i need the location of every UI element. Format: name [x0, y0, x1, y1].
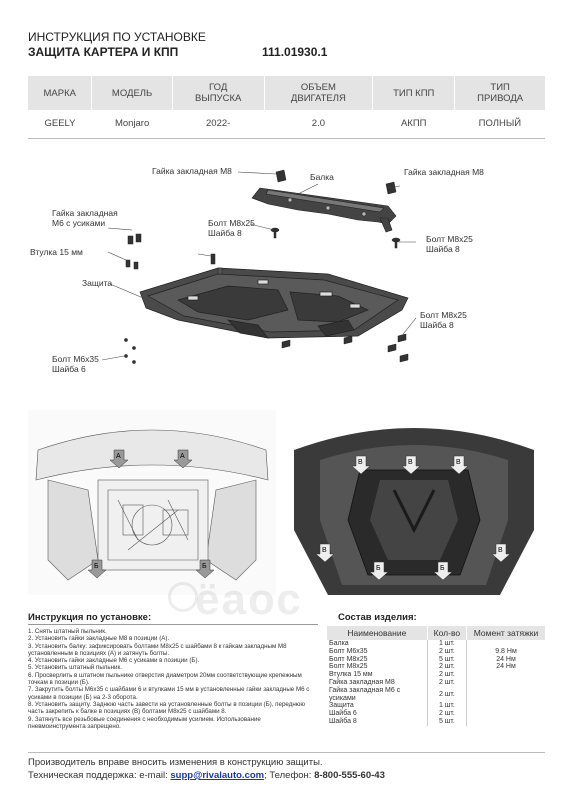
instruction-step: 4. Установить гайки закладные М6 с усика… — [28, 657, 200, 665]
photo-after-installation: В В В В В Б Б — [290, 410, 538, 595]
label-shield: Защита — [82, 278, 113, 288]
instruction-step: 5. Установить штатный пыльник. — [28, 664, 122, 672]
marker-v-3: В — [456, 459, 461, 466]
exploded-diagram: Гайка закладная М8 Балка Гайка закладная… — [28, 150, 545, 390]
marker-v-5: В — [498, 547, 503, 554]
instructions-divider — [28, 624, 318, 625]
article-number: 111.01930.1 — [262, 45, 328, 59]
support-email-link[interactable]: supp@rivalauto.com — [170, 770, 265, 781]
diagram-drawing — [101, 169, 417, 364]
instruction-step: 7. Закрутить болты М6х35 с шайбами 6 и в… — [28, 686, 310, 701]
cell-engine: 2.0 — [264, 110, 373, 139]
marker-v-4: В — [322, 547, 327, 554]
header-gearbox: ТИП КПП — [372, 76, 455, 110]
instructions-title: Инструкция по установке: — [28, 612, 152, 623]
instructions-list: 1. Снять штатный пыльник. 2. Установить … — [28, 628, 318, 730]
instruction-step: 3. Установить балку: зафиксировать болта… — [28, 642, 287, 657]
label-nut-m8: Гайка закладная М8 — [152, 166, 232, 176]
watermark-text: ёаос — [195, 575, 303, 624]
header-name: Наименование — [327, 626, 428, 640]
components-title: Состав изделия: — [338, 612, 417, 623]
marker-b-4: Б — [440, 565, 445, 572]
marker-b-right: Б — [202, 563, 207, 570]
header-torque: Момент затяжки — [466, 626, 545, 640]
instruction-step: 9. Затянуть все резьбовые соединения с н… — [28, 715, 261, 730]
marker-b-left: Б — [94, 563, 99, 570]
fasteners — [124, 169, 409, 364]
marker-v-1: В — [358, 459, 363, 466]
title-line-1: ИНСТРУКЦИЯ ПО УСТАНОВКЕ — [28, 30, 206, 44]
marker-a-right: А — [180, 453, 185, 460]
cell-drive: ПОЛНЫЙ — [454, 110, 545, 139]
footer-divider — [28, 752, 545, 753]
header-model: МОДЕЛЬ — [91, 76, 173, 110]
cell-year: 2022- — [172, 110, 265, 139]
footer-disclaimer: Производитель вправе вносить изменения в… — [28, 757, 323, 768]
header-qty: Кол-во — [426, 626, 467, 640]
watermark-logo-icon — [168, 582, 198, 612]
document-header: ИНСТРУКЦИЯ ПО УСТАНОВКЕ ЗАЩИТА КАРТЕРА И… — [28, 30, 206, 60]
leader-lines — [101, 171, 417, 361]
support-phone: 8-800-555-60-43 — [314, 770, 385, 781]
marker-b-3: Б — [376, 565, 381, 572]
cell-model: Monjaro — [91, 110, 173, 139]
components-table: Наименование Кол-во Момент затяжки Балка… — [327, 626, 545, 726]
cell-brand: GEELY — [28, 110, 92, 139]
footer-support: Техническая поддержка: e-mail: supp@riva… — [28, 770, 385, 781]
beam-part — [251, 187, 397, 233]
marker-v-2: В — [408, 459, 413, 466]
title-line-2: ЗАЩИТА КАРТЕРА И КПП — [28, 45, 179, 59]
label-nut-m8-right: Гайка закладная М8 — [404, 167, 484, 177]
footer: Производитель вправе вносить изменения в… — [28, 756, 545, 782]
label-beam: Балка — [310, 172, 334, 182]
instruction-step: 6. Просверлить в штатном пыльнике отверс… — [28, 671, 302, 687]
header-brand: МАРКА — [28, 76, 92, 110]
instruction-step: 1. Снять штатный пыльник. — [28, 628, 107, 635]
table-row: GEELY Monjaro 2022- 2.0 АКПП ПОЛНЫЙ — [28, 110, 545, 139]
cell-gearbox: АКПП — [372, 110, 455, 139]
instruction-step: 2. Установить гайки закладные М8 в позиц… — [28, 635, 170, 643]
instruction-step: 8. Установить защиту. Заднюю часть завес… — [28, 700, 306, 716]
marker-a-left: А — [116, 453, 121, 460]
shield-part — [139, 267, 409, 339]
photo-before-installation: А А Б Б — [28, 410, 276, 595]
label-bushing: Втулка 15 мм — [30, 247, 83, 257]
